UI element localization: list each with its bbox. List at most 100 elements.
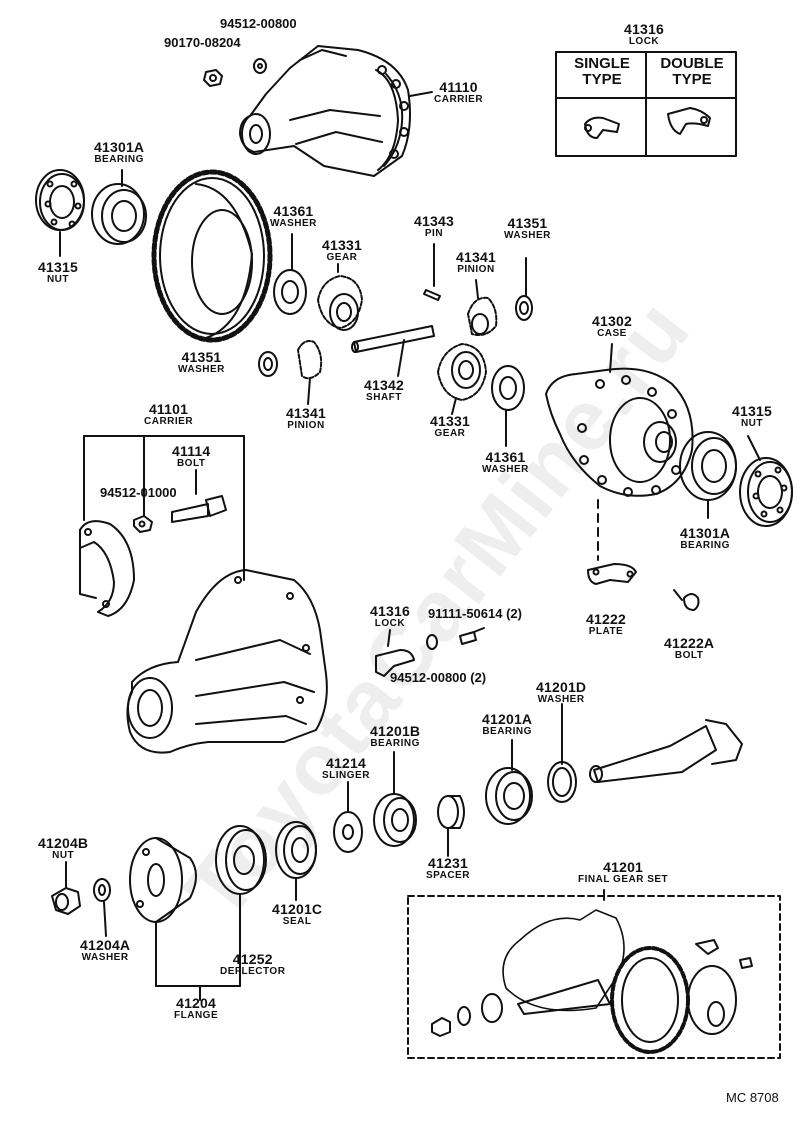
label-41231: 41231 SPACER: [426, 856, 470, 881]
washer-94512-00800-top: [253, 58, 267, 74]
label-41331-top: 41331 GEAR: [322, 238, 362, 263]
part-name: NUT: [740, 418, 763, 429]
part-name: FLANGE: [174, 1010, 219, 1021]
bearing-41201b: [373, 751, 417, 847]
label-94512-01000: 94512-01000: [100, 485, 177, 500]
part-number: 41351: [181, 349, 222, 365]
bearing-41201a: [485, 739, 533, 825]
part-name: NUT: [52, 850, 75, 861]
label-41316-lock: 41316 LOCK: [370, 604, 410, 629]
bearing-41301a-right: [679, 431, 737, 519]
part-number: 41315: [732, 403, 772, 419]
part-number: 41361: [485, 449, 526, 465]
washer-41204a: [93, 878, 111, 937]
label-41214: 41214 SLINGER: [322, 756, 370, 781]
label-91111-50614: 91111-50614 (2): [428, 606, 522, 621]
label-41331-bottom: 41331 GEAR: [430, 414, 470, 439]
carrier-41110: [239, 45, 433, 177]
label-41101: 41101 CARRIER: [144, 402, 193, 427]
label-41341-right: 41341 PINION: [456, 250, 496, 275]
part-name: PLATE: [588, 626, 624, 637]
label-41252: 41252 DEFLECTOR: [220, 952, 285, 977]
ring-gear: [151, 169, 273, 343]
label-41201c: 41201C SEAL: [272, 902, 322, 927]
part-name: LOCK: [628, 36, 660, 47]
washer-41351-left: [258, 351, 278, 377]
part-number: 41341: [286, 405, 326, 421]
side-gear-41331-top: [317, 263, 363, 331]
part-number: 41351: [507, 215, 548, 231]
part-number: 41204B: [38, 835, 89, 851]
part-name: SEAL: [282, 916, 312, 927]
seal-41201c: [275, 821, 317, 901]
single-type-header: SINGLE TYPE: [574, 55, 630, 88]
part-number: 41222: [586, 611, 626, 627]
washer-41351-right: [515, 257, 533, 321]
part-number: 41222A: [664, 635, 715, 651]
label-41201: 41201 FINAL GEAR SET: [578, 860, 668, 885]
label-41222: 41222 PLATE: [586, 612, 626, 637]
nut-90170-08204: [203, 69, 223, 87]
part-name: BEARING: [94, 154, 144, 165]
part-name: PINION: [457, 264, 495, 275]
shaft-41342: [351, 325, 435, 377]
part-number: 41301A: [680, 525, 731, 541]
label-94512-00800-mid: 94512-00800 (2): [390, 670, 487, 685]
washer-41361-bottom: [491, 365, 525, 447]
part-number: 41101: [148, 401, 189, 417]
part-number: 41342: [364, 377, 404, 393]
pin-41343: [423, 243, 441, 301]
part-number: 41301A: [94, 139, 145, 155]
part-number: 41231: [428, 855, 468, 871]
part-name: NUT: [46, 274, 69, 285]
label-41351-right: 41351 WASHER: [504, 216, 551, 241]
part-name: GEAR: [434, 428, 466, 439]
pinion-41341-left: [297, 340, 323, 405]
part-number: 41201A: [482, 711, 533, 727]
part-name: SLINGER: [322, 770, 370, 781]
part-number: 41204: [176, 995, 217, 1011]
label-41302: 41302 CASE: [592, 314, 632, 339]
part-name: GEAR: [326, 252, 358, 263]
part-name: WASHER: [270, 218, 317, 229]
bearing-cap: [79, 520, 135, 617]
bearing-41301a-top: [91, 169, 147, 245]
drive-pinion: [561, 703, 743, 783]
part-number: 41315: [38, 259, 78, 275]
differential-case-41302: [545, 343, 694, 561]
label-41301a-right: 41301A BEARING: [680, 526, 730, 551]
label-41301a-top: 41301A BEARING: [94, 140, 144, 165]
label-41361-top: 41361 WASHER: [270, 204, 317, 229]
carrier-41101-bracket: [83, 435, 245, 581]
part-name: PINION: [287, 420, 325, 431]
label-41315-left: 41315 NUT: [38, 260, 78, 285]
part-name: PIN: [424, 228, 444, 239]
label-41342: 41342 SHAFT: [364, 378, 404, 403]
lock-box-part-label: 41316 LOCK: [612, 22, 676, 47]
part-name: CARRIER: [144, 416, 194, 427]
washer-94512-00800-mid: [426, 634, 438, 650]
part-name: CARRIER: [434, 94, 484, 105]
part-name: BEARING: [482, 726, 532, 737]
nut-41204b: [51, 861, 81, 915]
nut-41315-left: [35, 169, 85, 257]
label-41204b: 41204B NUT: [38, 836, 88, 861]
label-41204a: 41204A WASHER: [80, 938, 130, 963]
part-name: WASHER: [504, 230, 551, 241]
label-94512-00800-top: 94512-00800: [220, 16, 297, 31]
deflector-41252: [215, 825, 267, 945]
spacer-41231: [437, 795, 465, 857]
part-name: SHAFT: [366, 392, 402, 403]
part-number: 41201D: [536, 679, 587, 695]
part-name: BOLT: [674, 650, 704, 661]
label-41222a: 41222A BOLT: [664, 636, 714, 661]
lock-type-table: [555, 51, 737, 157]
part-number: 41201C: [272, 901, 323, 917]
part-number: 41331: [322, 237, 362, 253]
part-name: WASHER: [81, 952, 129, 963]
final-gear-set-box: [407, 889, 781, 1059]
part-number: 41316: [624, 21, 664, 37]
part-name: LOCK: [374, 618, 406, 629]
part-number: 41201B: [370, 723, 421, 739]
label-41114: 41114 BOLT: [172, 444, 210, 469]
